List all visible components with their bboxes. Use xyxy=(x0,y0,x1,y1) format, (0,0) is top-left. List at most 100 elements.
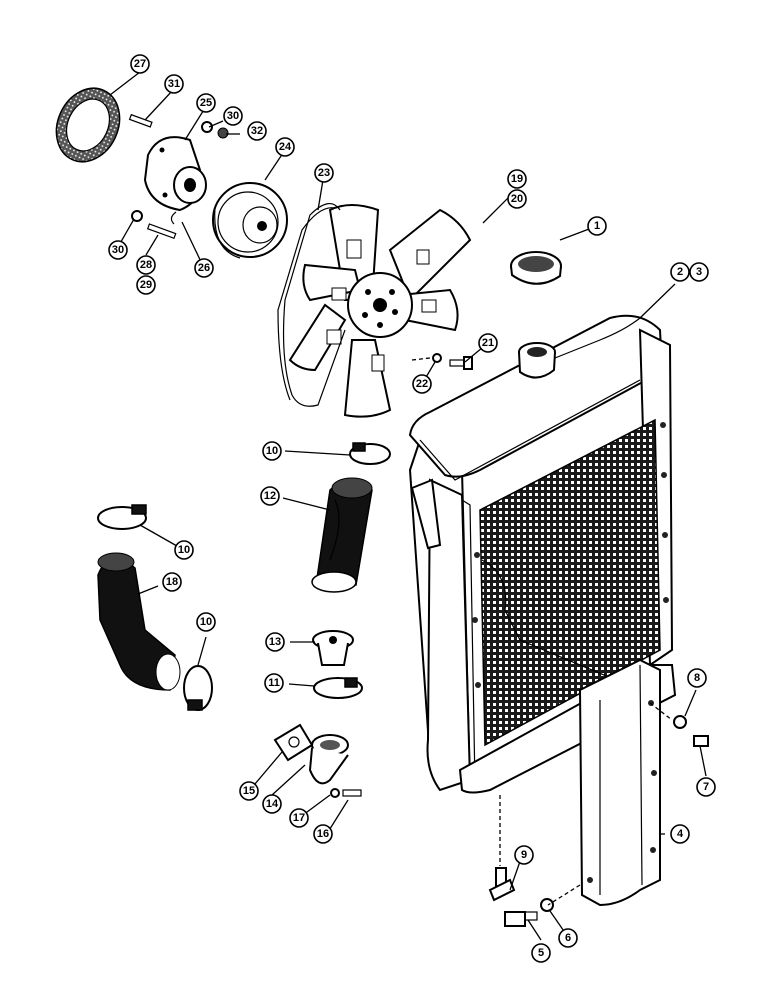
hose-clamp-11 xyxy=(313,677,363,699)
water-outlet xyxy=(308,734,349,785)
bolt-5 xyxy=(504,911,538,927)
svg-text:1: 1 xyxy=(594,220,600,232)
svg-text:12: 12 xyxy=(264,490,276,502)
callout-3: 3 xyxy=(689,262,709,282)
nut-32 xyxy=(217,127,229,139)
svg-text:30: 30 xyxy=(227,110,239,122)
bolt-16 xyxy=(342,789,362,797)
svg-text:9: 9 xyxy=(521,849,527,861)
callout-2: 2 xyxy=(670,262,690,282)
svg-text:10: 10 xyxy=(200,616,212,628)
hose-clamp-left-bottom xyxy=(183,665,213,711)
callout-24: 24 xyxy=(275,137,295,157)
callout-15: 15 xyxy=(239,781,259,801)
svg-text:27: 27 xyxy=(134,58,146,70)
svg-text:20: 20 xyxy=(511,193,523,205)
callout-8: 8 xyxy=(687,668,707,688)
callout-25: 25 xyxy=(196,93,216,113)
svg-text:4: 4 xyxy=(677,828,684,840)
svg-text:30: 30 xyxy=(112,244,124,256)
svg-text:8: 8 xyxy=(694,672,700,684)
svg-text:5: 5 xyxy=(538,947,544,959)
outlet-gasket xyxy=(273,723,314,762)
clip-26 xyxy=(170,211,177,225)
svg-text:14: 14 xyxy=(266,798,279,810)
svg-text:25: 25 xyxy=(200,97,212,109)
svg-text:13: 13 xyxy=(269,636,281,648)
callout-20: 20 xyxy=(507,189,527,209)
washer-30-bottom xyxy=(131,210,143,222)
svg-text:31: 31 xyxy=(168,78,180,90)
svg-text:28: 28 xyxy=(140,259,152,271)
callout-9: 9 xyxy=(514,845,534,865)
svg-text:21: 21 xyxy=(482,337,494,349)
radiator-cap xyxy=(510,251,562,285)
washer-22 xyxy=(432,353,442,363)
callout-6: 6 xyxy=(558,928,578,948)
fan xyxy=(288,204,472,418)
svg-text:19: 19 xyxy=(511,173,523,185)
callout-17: 17 xyxy=(289,808,309,828)
thermostat xyxy=(312,630,354,666)
callout-30-top: 30 xyxy=(223,106,243,126)
callout-30-bottom: 30 xyxy=(108,240,128,260)
callout-12: 12 xyxy=(260,486,280,506)
lock-washer-6 xyxy=(540,898,554,912)
svg-text:32: 32 xyxy=(251,125,263,137)
callout-27: 27 xyxy=(130,54,150,74)
svg-text:26: 26 xyxy=(198,262,210,274)
svg-text:6: 6 xyxy=(565,932,571,944)
water-pump-hub xyxy=(143,136,207,212)
svg-text:7: 7 xyxy=(703,781,709,793)
drain-cock xyxy=(488,795,516,902)
callout-19: 19 xyxy=(507,169,527,189)
callout-32: 32 xyxy=(247,121,267,141)
callout-26: 26 xyxy=(194,258,214,278)
callout-23: 23 xyxy=(314,163,334,183)
lock-washer-8 xyxy=(673,715,687,729)
callout-22: 22 xyxy=(412,374,432,394)
lower-hose xyxy=(97,552,181,691)
svg-text:10: 10 xyxy=(178,544,190,556)
svg-text:16: 16 xyxy=(317,828,329,840)
callout-5: 5 xyxy=(531,943,551,963)
callout-16: 16 xyxy=(313,824,333,844)
callout-29: 29 xyxy=(136,275,156,295)
svg-text:24: 24 xyxy=(279,141,292,153)
svg-text:2: 2 xyxy=(677,266,683,278)
callout-10-left: 10 xyxy=(174,540,194,560)
callout-18: 18 xyxy=(162,572,182,592)
svg-text:23: 23 xyxy=(318,167,330,179)
bolt-7 xyxy=(693,735,709,747)
callout-10-top: 10 xyxy=(262,441,282,461)
svg-text:10: 10 xyxy=(266,445,278,457)
callout-21: 21 xyxy=(478,333,498,353)
callout-28: 28 xyxy=(136,255,156,275)
bolt-28 xyxy=(146,223,177,240)
callout-7: 7 xyxy=(696,777,716,797)
callout-14: 14 xyxy=(262,794,282,814)
svg-text:29: 29 xyxy=(140,279,152,291)
callout-10-bottom: 10 xyxy=(196,612,216,632)
washer-17 xyxy=(330,788,340,798)
svg-text:18: 18 xyxy=(166,576,178,588)
pulley xyxy=(212,182,288,259)
svg-text:3: 3 xyxy=(696,266,702,278)
callout-1: 1 xyxy=(587,216,607,236)
svg-text:11: 11 xyxy=(268,677,280,689)
svg-text:15: 15 xyxy=(243,785,255,797)
callout-11: 11 xyxy=(264,673,284,693)
callout-4: 4 xyxy=(670,824,690,844)
stud-31 xyxy=(128,113,153,128)
fan-belt xyxy=(282,203,346,407)
svg-text:17: 17 xyxy=(293,812,305,824)
hose-clamp-top xyxy=(349,442,391,465)
upper-hose xyxy=(311,477,373,593)
mounting-bracket xyxy=(578,658,661,907)
callout-13: 13 xyxy=(265,632,285,652)
nut-30-top xyxy=(201,121,213,133)
svg-text:22: 22 xyxy=(416,378,428,390)
hose-clamp-left-top xyxy=(97,504,147,530)
callout-31: 31 xyxy=(164,74,184,94)
